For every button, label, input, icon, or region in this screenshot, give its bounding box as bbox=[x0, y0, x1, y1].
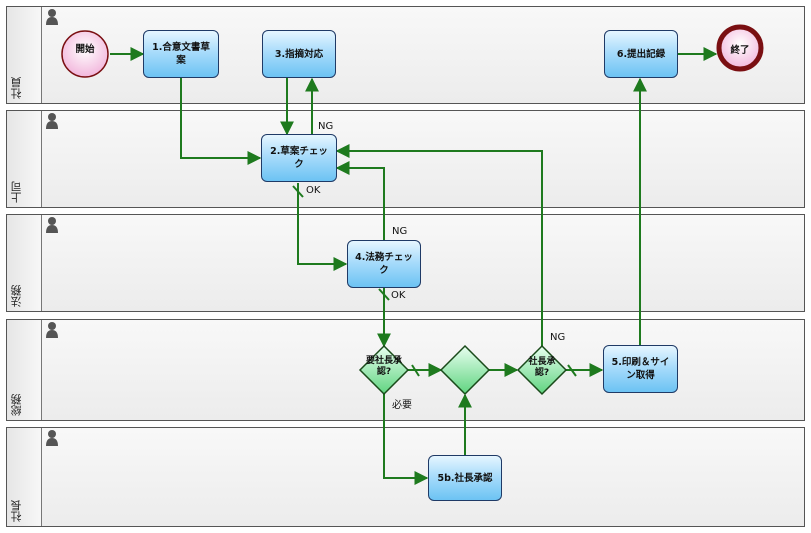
flow-label-ng: NG bbox=[550, 332, 566, 343]
flow-t2-t4 bbox=[297, 183, 348, 271]
person-icon bbox=[46, 9, 58, 25]
start-event-label: 開始 bbox=[75, 44, 95, 55]
task-label: 5b.社長承認 bbox=[437, 472, 493, 484]
task-print-and-sign[interactable]: 5.印刷＆サイン取得 bbox=[603, 345, 678, 393]
task-address-comments[interactable]: 3.指摘対応 bbox=[262, 30, 336, 78]
task-submission-record[interactable]: 6.提出記録 bbox=[604, 30, 678, 78]
flow-label-ng: NG bbox=[392, 226, 408, 237]
end-event bbox=[716, 24, 764, 72]
gateway-g2 bbox=[439, 344, 491, 396]
flow-g3-t2 bbox=[335, 144, 543, 347]
condition-tick bbox=[567, 364, 577, 377]
person-icon bbox=[46, 113, 58, 129]
person-icon bbox=[46, 217, 58, 233]
task-label: 2.草案チェック bbox=[270, 146, 328, 170]
end-event-label: 終了 bbox=[730, 45, 750, 56]
flow-t4-t2 bbox=[335, 161, 385, 240]
flow-label-required: 必要 bbox=[392, 400, 412, 411]
task-label: 5.印刷＆サイン取得 bbox=[611, 357, 670, 381]
task-president-approval[interactable]: 5b.社長承認 bbox=[428, 455, 502, 501]
condition-tick bbox=[378, 288, 390, 301]
condition-tick bbox=[411, 364, 420, 377]
condition-tick bbox=[292, 185, 304, 198]
lane-header: 社員 bbox=[7, 7, 42, 103]
flow-label-ng: NG bbox=[318, 121, 334, 132]
task-legal-check[interactable]: 4.法務チェック bbox=[347, 240, 421, 288]
person-icon bbox=[46, 322, 58, 338]
lane-joshi: 上司 bbox=[6, 110, 805, 208]
lane-header: 総務 bbox=[7, 320, 42, 420]
flow-g1-t5b bbox=[383, 394, 429, 485]
person-icon bbox=[46, 430, 58, 446]
lane-header: 上司 bbox=[7, 111, 42, 207]
task-draft-agreement[interactable]: 1.合意文書草案 bbox=[143, 30, 219, 78]
lane-header: 法務 bbox=[7, 215, 42, 311]
flow-label-ok: OK bbox=[306, 185, 321, 196]
task-label: 4.法務チェック bbox=[355, 252, 413, 276]
gateway-g3 bbox=[516, 344, 568, 396]
task-label: 6.提出記録 bbox=[616, 48, 666, 60]
flow-label-ok: OK bbox=[391, 290, 406, 301]
task-draft-check[interactable]: 2.草案チェック bbox=[261, 134, 337, 182]
gateway-g1 bbox=[358, 344, 410, 396]
gateway-g1-label: 要社長承認? bbox=[366, 356, 403, 377]
flow-t1-t2 bbox=[180, 78, 262, 165]
task-label: 1.合意文書草案 bbox=[152, 42, 210, 66]
gateway-g3-label: 社長承認? bbox=[528, 357, 556, 378]
start-event bbox=[61, 30, 109, 78]
task-label: 3.指摘対応 bbox=[274, 48, 324, 60]
lane-header: 社長 bbox=[7, 428, 42, 526]
